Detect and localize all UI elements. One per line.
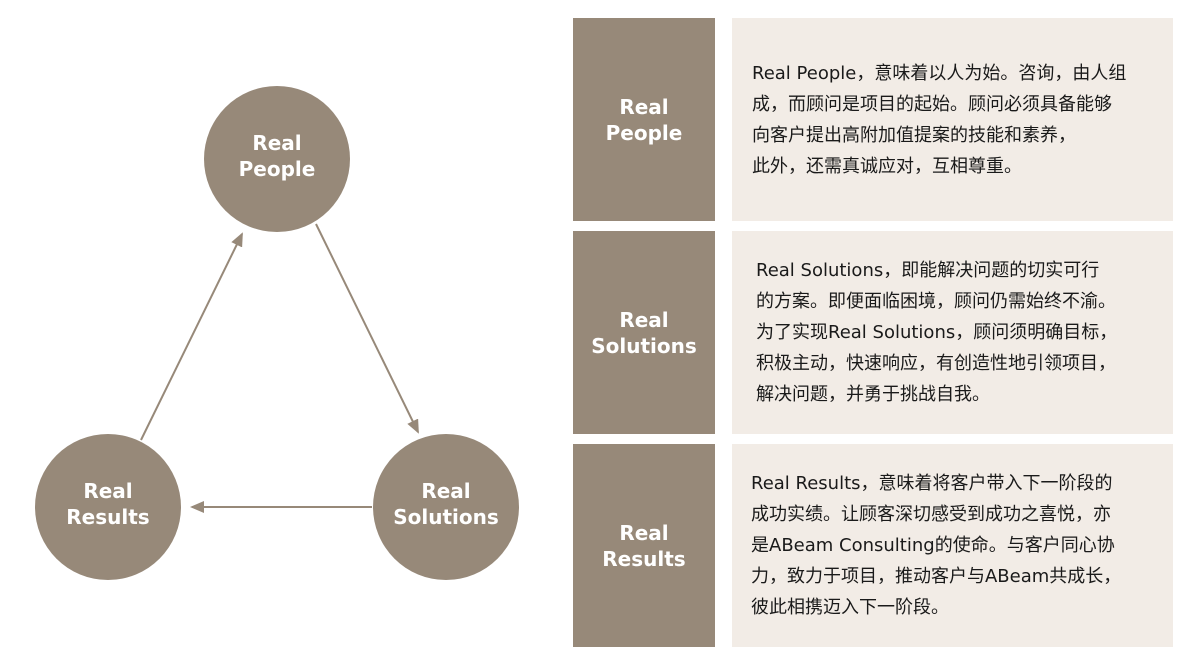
row-label-line2: Results — [602, 546, 686, 571]
description-line: Real Solutions，即能解决问题的切实可行 — [756, 260, 1100, 281]
row-label-line2: People — [605, 120, 683, 145]
node-real-results: Real Results — [35, 434, 181, 580]
row-real-results: Real Results Real Results，意味着将客户带入下一阶段的 … — [573, 444, 1173, 647]
description-line: 成功实绩。让顾客深切感受到成功之喜悦，亦 — [751, 504, 1111, 525]
node-real-solutions: Real Solutions — [373, 434, 519, 580]
description-line: 为了实现Real Solutions，顾问须明确目标， — [756, 322, 1118, 343]
description-line: 彼此相携迈入下一阶段。 — [751, 597, 949, 618]
node-circle — [204, 86, 350, 232]
node-label-line2: People — [239, 157, 316, 181]
arrow-results-to-people — [140, 232, 243, 441]
row-description: Real Solutions，即能解决问题的切实可行 的方案。即便面临困境，顾问… — [732, 231, 1173, 434]
node-real-people: Real People — [204, 86, 350, 232]
node-circle — [373, 434, 519, 580]
row-description: Real People，意味着以人为始。咨询，由人组 成，而顾问是项目的起始。顾… — [732, 18, 1173, 221]
description-line: 是ABeam Consulting的使命。与客户同心协 — [751, 535, 1115, 556]
description-line: 解决问题，并勇于挑战自我。 — [756, 384, 990, 405]
node-label-line2: Results — [66, 505, 149, 529]
row-label: Real Results — [573, 444, 715, 647]
row-label-line1: Real — [619, 520, 669, 545]
row-label-line2: Solutions — [591, 333, 697, 358]
row-label-line1: Real — [619, 307, 669, 332]
description-line: Real Results，意味着将客户带入下一阶段的 — [751, 473, 1113, 494]
node-circle — [35, 434, 181, 580]
row-label: Real People — [573, 18, 715, 221]
description-line: Real People，意味着以人为始。咨询，由人组 — [752, 62, 1127, 84]
description-line: 力，致力于项目，推动客户与ABeam共成长， — [751, 566, 1122, 587]
row-real-solutions: Real Solutions Real Solutions，即能解决问题的切实可… — [573, 231, 1173, 434]
description-line: 此外，还需真诚应对，互相尊重。 — [752, 155, 1022, 177]
node-label-line2: Solutions — [393, 505, 499, 529]
description-line: 积极主动，快速响应，有创造性地引领项目， — [756, 353, 1116, 374]
row-label: Real Solutions — [573, 231, 715, 434]
node-label-line1: Real — [252, 131, 301, 155]
node-label-line1: Real — [421, 479, 470, 503]
row-description: Real Results，意味着将客户带入下一阶段的 成功实绩。让顾客深切感受到… — [732, 444, 1173, 647]
row-label-line1: Real — [619, 94, 669, 119]
description-line: 向客户提出高附加值提案的技能和素养， — [752, 124, 1076, 146]
arrow-people-to-solutions — [315, 223, 419, 434]
node-label-line1: Real — [83, 479, 132, 503]
description-line: 成，而顾问是项目的起始。顾问必须具备能够 — [752, 93, 1112, 115]
row-real-people: Real People Real People，意味着以人为始。咨询，由人组 成… — [573, 18, 1173, 221]
description-line: 的方案。即便面临困境，顾问仍需始终不渝。 — [756, 291, 1116, 312]
real-cycle-diagram: Real People Real Solutions Real Results — [35, 86, 519, 580]
